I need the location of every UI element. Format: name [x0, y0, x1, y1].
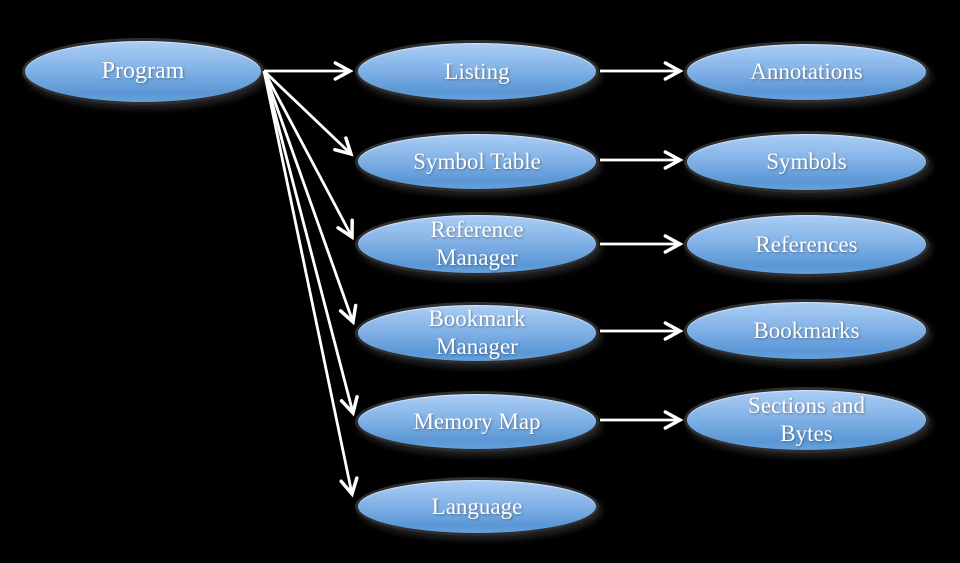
node-label: Program [101, 58, 185, 85]
node-bookmark-manager: Bookmark Manager [355, 302, 599, 364]
node-label: Annotations [750, 59, 863, 85]
node-label: Listing [444, 58, 510, 84]
node-bookmarks: Bookmarks [684, 299, 929, 362]
node-label: Language [431, 493, 523, 519]
node-label: Sections and Bytes [748, 393, 865, 446]
arrow-program-to-bookmark-manager [262, 70, 358, 326]
node-listing: Listing [355, 40, 599, 103]
node-label: Bookmarks [753, 317, 860, 343]
node-symbols: Symbols [684, 131, 929, 193]
node-label: References [755, 231, 858, 257]
arrow-program-to-memory-map [262, 70, 359, 417]
node-reference-manager: Reference Manager [355, 212, 599, 276]
arrow-program-to-reference-manager [262, 70, 354, 241]
node-label: Symbols [766, 149, 847, 175]
node-sections-bytes: Sections and Bytes [684, 387, 929, 453]
node-label: Memory Map [413, 408, 541, 434]
node-label: Symbol Table [413, 148, 541, 174]
node-symbol-table: Symbol Table [355, 131, 599, 192]
arrow-program-to-language [262, 70, 359, 498]
node-references: References [684, 212, 929, 277]
node-program: Program [22, 38, 264, 105]
node-annotations: Annotations [684, 41, 929, 103]
arrow-program-to-symbol-table [263, 69, 354, 157]
node-label: Bookmark Manager [428, 306, 526, 359]
node-memory-map: Memory Map [355, 391, 599, 452]
node-language: Language [355, 477, 599, 536]
node-label: Reference Manager [430, 217, 524, 270]
